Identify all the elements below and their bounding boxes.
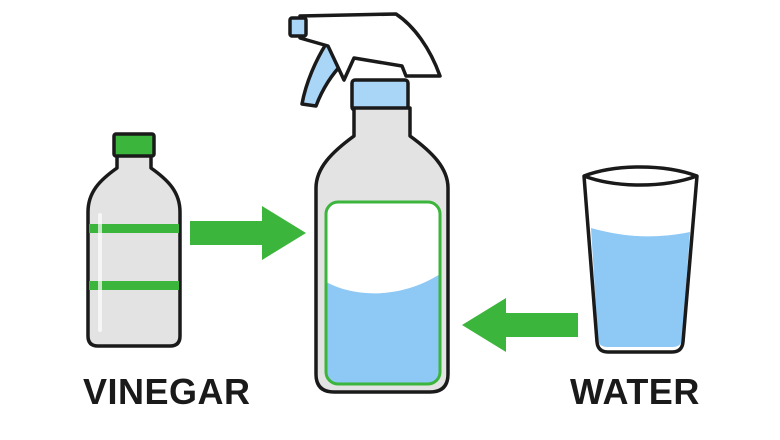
water-label: WATER xyxy=(570,371,700,412)
spray-nozzle-head xyxy=(298,12,442,82)
spray-nozzle-tip xyxy=(288,16,308,38)
glass-outline xyxy=(582,165,699,354)
vinegar-bottle-icon xyxy=(86,132,182,348)
vinegar-label-band-bottom xyxy=(89,281,179,290)
glass-water xyxy=(591,228,690,347)
vinegar-label: VINEGAR xyxy=(83,371,251,412)
arrow-right-icon xyxy=(190,206,306,260)
spray-panel-outline xyxy=(324,200,442,386)
vinegar-bottle-body xyxy=(86,150,182,348)
arrow-left-icon xyxy=(462,298,578,352)
spray-cap xyxy=(350,78,410,112)
spray-bottle-icon xyxy=(288,12,450,394)
glass-rim xyxy=(583,174,698,187)
water-glass-icon xyxy=(582,165,699,354)
spray-liquid xyxy=(326,274,440,384)
vinegar-label-band-top xyxy=(89,224,179,233)
vinegar-bottle-cap xyxy=(112,132,156,158)
